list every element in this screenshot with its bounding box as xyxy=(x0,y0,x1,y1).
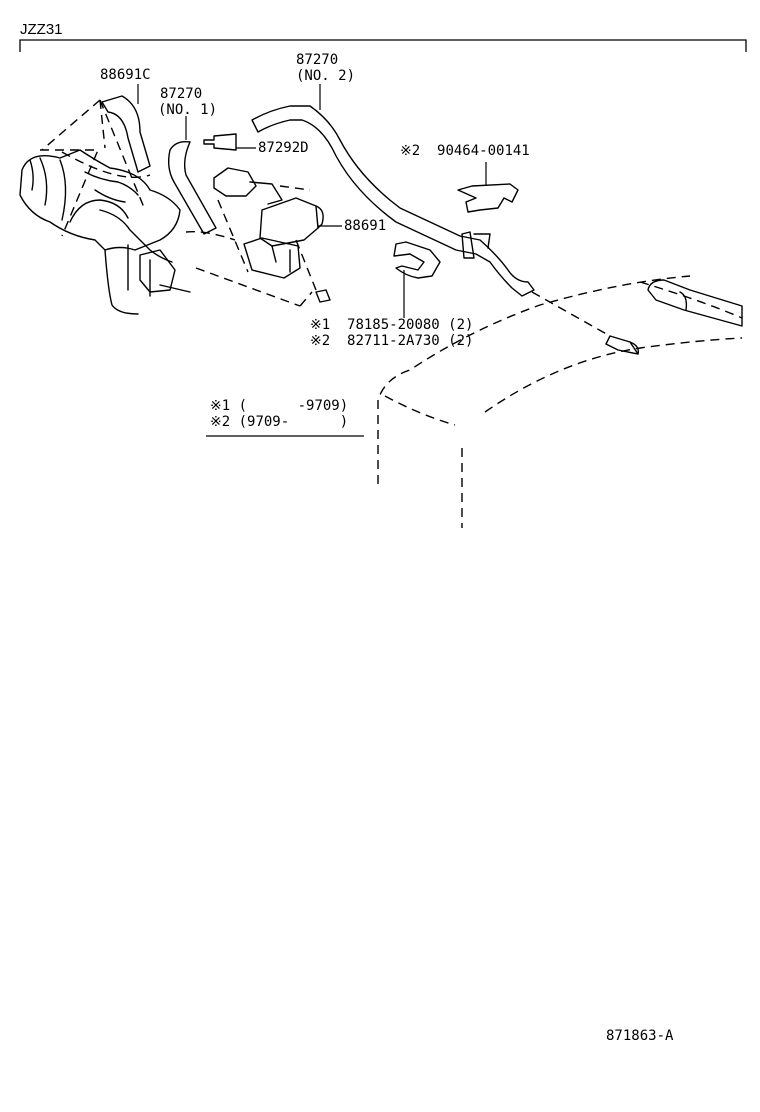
part-label-87270-no2-number: 87270 xyxy=(296,52,339,68)
vehicle-body-outline xyxy=(377,275,743,528)
leader-lines xyxy=(137,84,487,437)
hose-87270-no2 xyxy=(251,105,535,297)
part-label-90464-00141: ※2 90464-00141 xyxy=(400,143,530,159)
legend-row-1: ※1 ( -9709) xyxy=(210,398,349,414)
part-label-88691c: 88691C xyxy=(100,67,151,83)
legend-row-2: ※2 (9709- ) xyxy=(210,414,349,430)
vsv-dashed-link xyxy=(185,230,313,307)
hose-87270-no1 xyxy=(167,140,217,235)
rear-hose-end xyxy=(647,279,743,327)
clamp-90464-00141 xyxy=(457,183,519,213)
part-label-82711-2a730: ※2 82711-2A730 (2) xyxy=(310,333,474,349)
group-bracket xyxy=(19,39,747,52)
model-code-label: JZZ31 xyxy=(20,21,63,38)
part-label-87270-no1-number: 87270 xyxy=(160,86,203,102)
hose-88691c xyxy=(101,95,151,173)
engine-dashed-link xyxy=(40,99,151,237)
engine-intake-assembly xyxy=(19,149,191,315)
figure-code: 871863-A xyxy=(606,1028,674,1044)
clamp-78185-82711 xyxy=(393,241,441,279)
connector-pipe xyxy=(605,335,640,355)
vsv-88691 xyxy=(213,167,331,303)
fitting-87292d xyxy=(203,133,237,151)
part-label-87270-no1-name: (NO. 1) xyxy=(158,102,218,118)
part-label-78185-20080: ※1 78185-20080 (2) xyxy=(310,317,474,333)
part-label-87292d: 87292D xyxy=(258,140,309,156)
hose-dashed-link xyxy=(531,291,611,337)
part-label-87270-no2-name: (NO. 2) xyxy=(296,68,356,84)
part-label-88691: 88691 xyxy=(344,218,387,234)
